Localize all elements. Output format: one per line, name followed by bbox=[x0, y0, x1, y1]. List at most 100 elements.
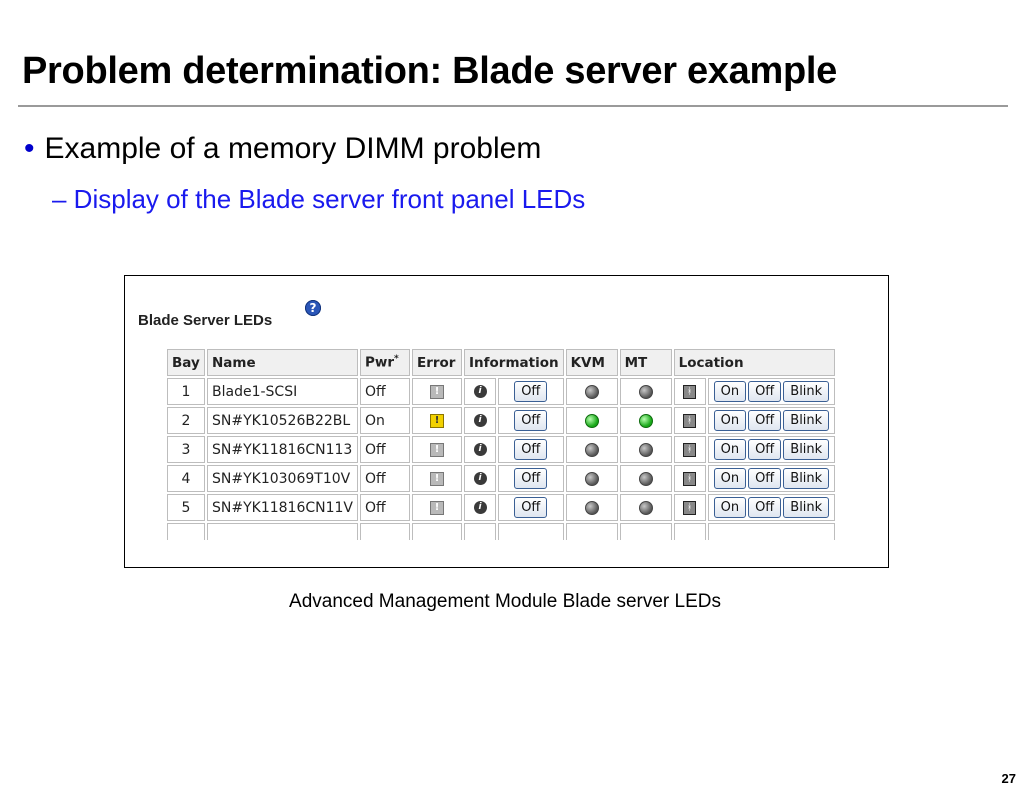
help-icon[interactable]: ? bbox=[305, 300, 321, 316]
info-led-cell: i bbox=[464, 436, 496, 463]
error-cell: ! bbox=[412, 494, 462, 521]
location-on-button[interactable]: On bbox=[713, 497, 747, 518]
location-off-button[interactable]: Off bbox=[748, 468, 782, 489]
location-blink-button[interactable]: Blink bbox=[783, 381, 830, 402]
location-off-button[interactable]: Off bbox=[748, 497, 782, 518]
col-kvm: KVM bbox=[565, 349, 618, 376]
info-led-cell: i bbox=[464, 378, 496, 405]
location-led-icon: ᚼ bbox=[683, 471, 697, 486]
info-button-cell: Off bbox=[498, 494, 564, 521]
mt-led-icon bbox=[638, 442, 653, 457]
mt-led-icon bbox=[638, 500, 653, 515]
location-on-button[interactable]: On bbox=[713, 410, 747, 431]
error-cell: ! bbox=[412, 378, 462, 405]
bay-cell: 1 bbox=[167, 378, 205, 405]
location-blink-button[interactable]: Blink bbox=[783, 468, 830, 489]
info-led-icon: i bbox=[473, 443, 487, 456]
pwr-cell: Off bbox=[360, 378, 410, 405]
kvm-cell bbox=[565, 465, 618, 492]
info-off-button[interactable]: Off bbox=[514, 468, 548, 489]
table-row-partial bbox=[167, 523, 836, 540]
kvm-led-icon bbox=[584, 471, 599, 486]
sub-bullet-text: – Display of the Blade server front pane… bbox=[52, 184, 586, 214]
info-led-icon: i bbox=[473, 385, 487, 398]
col-location: Location bbox=[673, 349, 836, 376]
figure-caption: Advanced Management Module Blade server … bbox=[289, 591, 721, 612]
location-on-button[interactable]: On bbox=[713, 468, 747, 489]
error-led-icon: ! bbox=[430, 384, 444, 399]
location-blink-button[interactable]: Blink bbox=[783, 410, 830, 431]
info-led-cell: i bbox=[464, 465, 496, 492]
bay-cell: 4 bbox=[167, 465, 205, 492]
info-button-cell: Off bbox=[498, 407, 564, 434]
kvm-led-icon bbox=[584, 413, 599, 428]
kvm-cell bbox=[565, 407, 618, 434]
partial-cell bbox=[360, 523, 410, 540]
partial-cell bbox=[498, 523, 564, 540]
location-led-icon: ᚼ bbox=[683, 384, 697, 399]
mt-cell bbox=[619, 465, 672, 492]
mt-led-icon bbox=[638, 413, 653, 428]
location-led-cell: ᚼ bbox=[673, 407, 706, 434]
location-on-button[interactable]: On bbox=[713, 381, 747, 402]
pwr-cell: Off bbox=[360, 465, 410, 492]
bay-cell: 2 bbox=[167, 407, 205, 434]
info-off-button[interactable]: Off bbox=[514, 410, 548, 431]
kvm-cell bbox=[565, 436, 618, 463]
location-on-button[interactable]: On bbox=[713, 439, 747, 460]
partial-cell bbox=[167, 523, 205, 540]
pwr-cell: On bbox=[360, 407, 410, 434]
panel-header: Blade Server LEDs bbox=[138, 312, 273, 329]
leds-table-viewport: Bay Name Pwr* Error Information KVM MT L… bbox=[165, 347, 845, 540]
info-button-cell: Off bbox=[498, 436, 564, 463]
kvm-led-icon bbox=[584, 500, 599, 515]
bullet-text: Example of a memory DIMM problem bbox=[44, 132, 542, 165]
info-button-cell: Off bbox=[498, 378, 564, 405]
col-pwr: Pwr* bbox=[360, 349, 410, 376]
location-blink-button[interactable]: Blink bbox=[783, 497, 830, 518]
location-off-button[interactable]: Off bbox=[748, 439, 782, 460]
table-header-row: Bay Name Pwr* Error Information KVM MT L… bbox=[167, 349, 836, 376]
mt-cell bbox=[619, 436, 672, 463]
mt-led-icon bbox=[638, 471, 653, 486]
error-led-icon: ! bbox=[430, 500, 444, 515]
info-off-button[interactable]: Off bbox=[514, 381, 548, 402]
title-divider bbox=[18, 105, 1008, 107]
info-off-button[interactable]: Off bbox=[514, 497, 548, 518]
location-off-button[interactable]: Off bbox=[748, 410, 782, 431]
info-button-cell: Off bbox=[498, 465, 564, 492]
name-cell: SN#YK10526B22BL bbox=[207, 407, 358, 434]
kvm-led-icon bbox=[584, 384, 599, 399]
partial-cell bbox=[207, 523, 358, 540]
partial-cell bbox=[412, 523, 462, 540]
error-led-icon: ! bbox=[430, 442, 444, 457]
kvm-cell bbox=[565, 378, 618, 405]
col-information: Information bbox=[464, 349, 564, 376]
kvm-cell bbox=[565, 494, 618, 521]
col-name: Name bbox=[207, 349, 358, 376]
col-error: Error bbox=[412, 349, 462, 376]
info-off-button[interactable]: Off bbox=[514, 439, 548, 460]
location-off-button[interactable]: Off bbox=[748, 381, 782, 402]
bay-cell: 5 bbox=[167, 494, 205, 521]
error-led-icon: ! bbox=[430, 471, 444, 486]
name-cell: Blade1-SCSI bbox=[207, 378, 358, 405]
location-blink-button[interactable]: Blink bbox=[783, 439, 830, 460]
bullet-item: •Example of a memory DIMM problem bbox=[24, 132, 541, 166]
page-number: 27 bbox=[1001, 771, 1016, 786]
info-led-icon: i bbox=[473, 472, 487, 485]
kvm-led-icon bbox=[584, 442, 599, 457]
mt-cell bbox=[619, 494, 672, 521]
error-led-icon: ! bbox=[430, 413, 444, 428]
error-cell: ! bbox=[412, 465, 462, 492]
location-led-icon: ᚼ bbox=[683, 413, 697, 428]
error-cell: ! bbox=[412, 407, 462, 434]
leds-table: Bay Name Pwr* Error Information KVM MT L… bbox=[165, 347, 837, 540]
